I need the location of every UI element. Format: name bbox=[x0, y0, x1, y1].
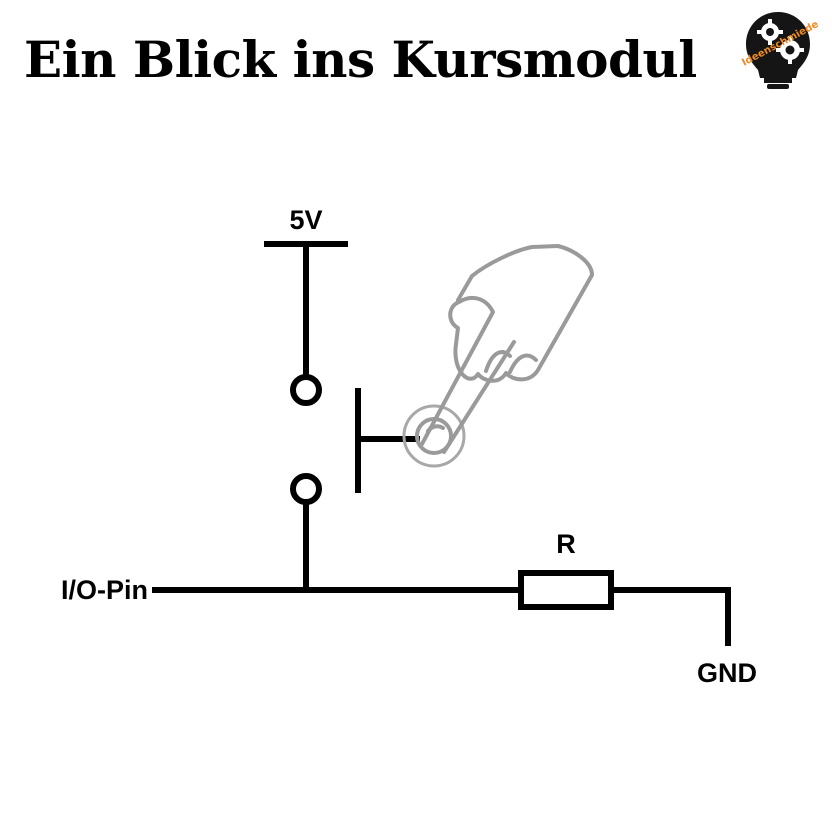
logo-icon: Ideenschmiede bbox=[740, 12, 818, 89]
page-title: Ein Blick ins Kursmodul bbox=[24, 30, 697, 89]
switch-terminal-top bbox=[290, 374, 322, 406]
ground-label: GND bbox=[697, 658, 757, 688]
switch-terminal-bottom bbox=[290, 473, 322, 505]
supply-label: 5V bbox=[289, 205, 322, 235]
resistor-label: R bbox=[556, 529, 576, 559]
io-pin-label: I/O-Pin bbox=[61, 575, 148, 605]
ground-wire bbox=[611, 587, 731, 646]
pressing-finger-icon bbox=[402, 244, 594, 468]
resistor-body bbox=[518, 570, 614, 610]
